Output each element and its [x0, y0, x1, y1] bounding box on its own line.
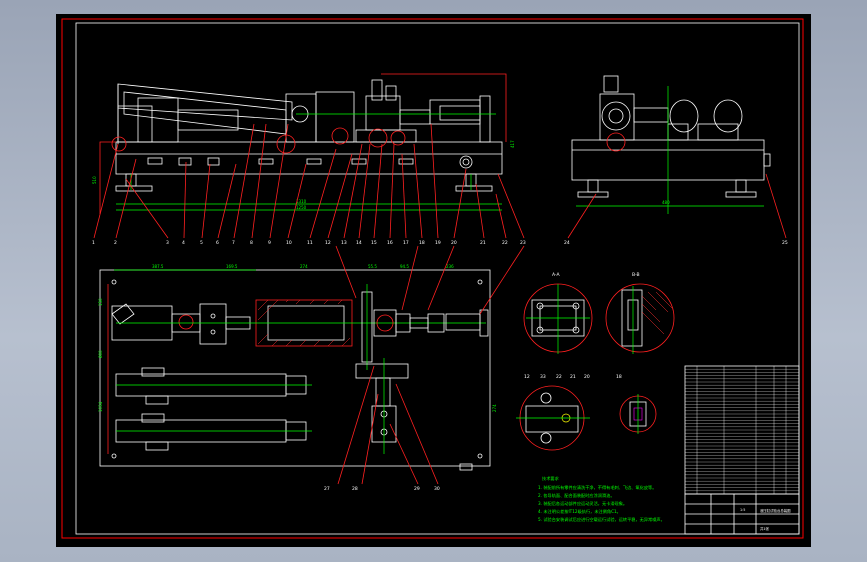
balloon-15: 15 [371, 240, 377, 246]
balloon-3: 3 [166, 240, 169, 246]
balloon-17: 17 [403, 240, 409, 246]
balloon-24: 24 [564, 240, 570, 246]
dim-94-5: 94.5 [400, 264, 409, 269]
balloon-29: 29 [414, 486, 420, 492]
section-label-a: A-A [552, 272, 561, 278]
notes-line-5: 5. 试验台安装调试后应进行空载运行试验，运转平稳，无异常噪声。 [538, 516, 665, 523]
front-view: 1310 1250 510 417 [92, 73, 515, 214]
drawing-name: 液压缸试验台总装图 [760, 508, 791, 513]
detail-1-balloon-21: 21 [570, 374, 576, 380]
notes-line-4: 4. 未注明公差按IT12级执行，未注倒角C1。 [538, 508, 621, 515]
balloon-18: 18 [419, 240, 425, 246]
balloon-8: 8 [250, 240, 253, 246]
balloon-23: 23 [520, 240, 526, 246]
dim-150: 150 [98, 298, 103, 306]
cad-drawing: 1310 1250 510 417 1 2 3 4 5 6 [61, 18, 804, 539]
test-bench-base [115, 141, 503, 175]
bom-table [684, 365, 800, 495]
dim-1250: 1250 [296, 205, 307, 210]
balloon-9: 9 [268, 240, 271, 246]
dim-236: 236 [446, 264, 454, 269]
detail-1-balloon-33: 33 [540, 374, 546, 380]
leader-lines [93, 123, 525, 239]
balloon-13: 13 [341, 240, 347, 246]
section-label-b: B-B [632, 272, 640, 278]
balloon-19: 19 [435, 240, 441, 246]
detail-b-circle [605, 283, 675, 353]
detail-views: A-A B-B 12 33 22 21 20 [516, 272, 675, 451]
balloon-25: 25 [782, 240, 788, 246]
detail-2-balloon-18: 18 [616, 374, 622, 380]
balloon-7: 7 [232, 240, 235, 246]
plan-table [99, 269, 491, 467]
balloon-21: 21 [480, 240, 486, 246]
balloon-14: 14 [356, 240, 362, 246]
dim-480-side: 480 [662, 200, 670, 205]
notes-line-2: 2. 各导轨面、配合面装配时应涂润滑油。 [538, 492, 615, 499]
dim-510: 510 [92, 176, 97, 184]
drawing-sheet: 1310 1250 510 417 1 2 3 4 5 6 [56, 14, 811, 547]
balloon-1: 1 [92, 240, 95, 246]
balloon-27: 27 [324, 486, 330, 492]
dim-1310: 1310 [296, 199, 307, 204]
balloon-16: 16 [387, 240, 393, 246]
detail-circle [111, 136, 127, 152]
detail-1-balloon-22: 22 [556, 374, 562, 380]
balloon-12: 12 [325, 240, 331, 246]
plan-view: 387.5 169.5 274 55.5 94.5 236 150 800 10… [98, 245, 525, 492]
notes-line-1: 1. 装配前所有零件应清洗干净，不得有毛刺、飞边、氧化皮等。 [538, 484, 656, 491]
balloon-20: 20 [451, 240, 457, 246]
dim-274-right: 274 [492, 404, 497, 412]
detail-1-balloon-12: 12 [524, 374, 530, 380]
drawing-scale: 1:5 [740, 508, 745, 512]
notes-title: 技术要求 [542, 475, 560, 482]
balloon-4: 4 [182, 240, 185, 246]
sheet-count: 共1张 [760, 526, 770, 531]
dim-55-5: 55.5 [368, 264, 377, 269]
balloon-11: 11 [307, 240, 313, 246]
dim-417: 417 [510, 140, 515, 148]
dim-169-5: 169.5 [226, 264, 238, 269]
inner-frame [75, 22, 800, 535]
balloon-22: 22 [502, 240, 508, 246]
balloon-row: 1 2 3 4 5 6 7 8 9 10 11 12 13 14 15 16 1… [92, 240, 526, 246]
dim-387-5: 387.5 [152, 264, 164, 269]
title-block: 液压缸试验台总装图 1:5 共1张 [684, 493, 800, 535]
balloon-28: 28 [352, 486, 358, 492]
detail-1-balloon-20: 20 [584, 374, 590, 380]
side-view: 480 24 25 [564, 75, 788, 246]
balloon-30: 30 [434, 486, 440, 492]
balloon-5: 5 [200, 240, 203, 246]
balloon-10: 10 [286, 240, 292, 246]
notes-line-3: 3. 装配后各运动部件应运动灵活，无卡滞现象。 [538, 500, 627, 507]
dim-1034: 1034 [98, 401, 103, 412]
technical-notes: 技术要求 1. 装配前所有零件应清洗干净，不得有毛刺、飞边、氧化皮等。 2. 各… [538, 475, 665, 523]
dim-274: 274 [300, 264, 308, 269]
balloon-6: 6 [216, 240, 219, 246]
dim-800: 800 [98, 350, 103, 358]
balloon-2: 2 [114, 240, 117, 246]
outer-border [61, 18, 804, 539]
